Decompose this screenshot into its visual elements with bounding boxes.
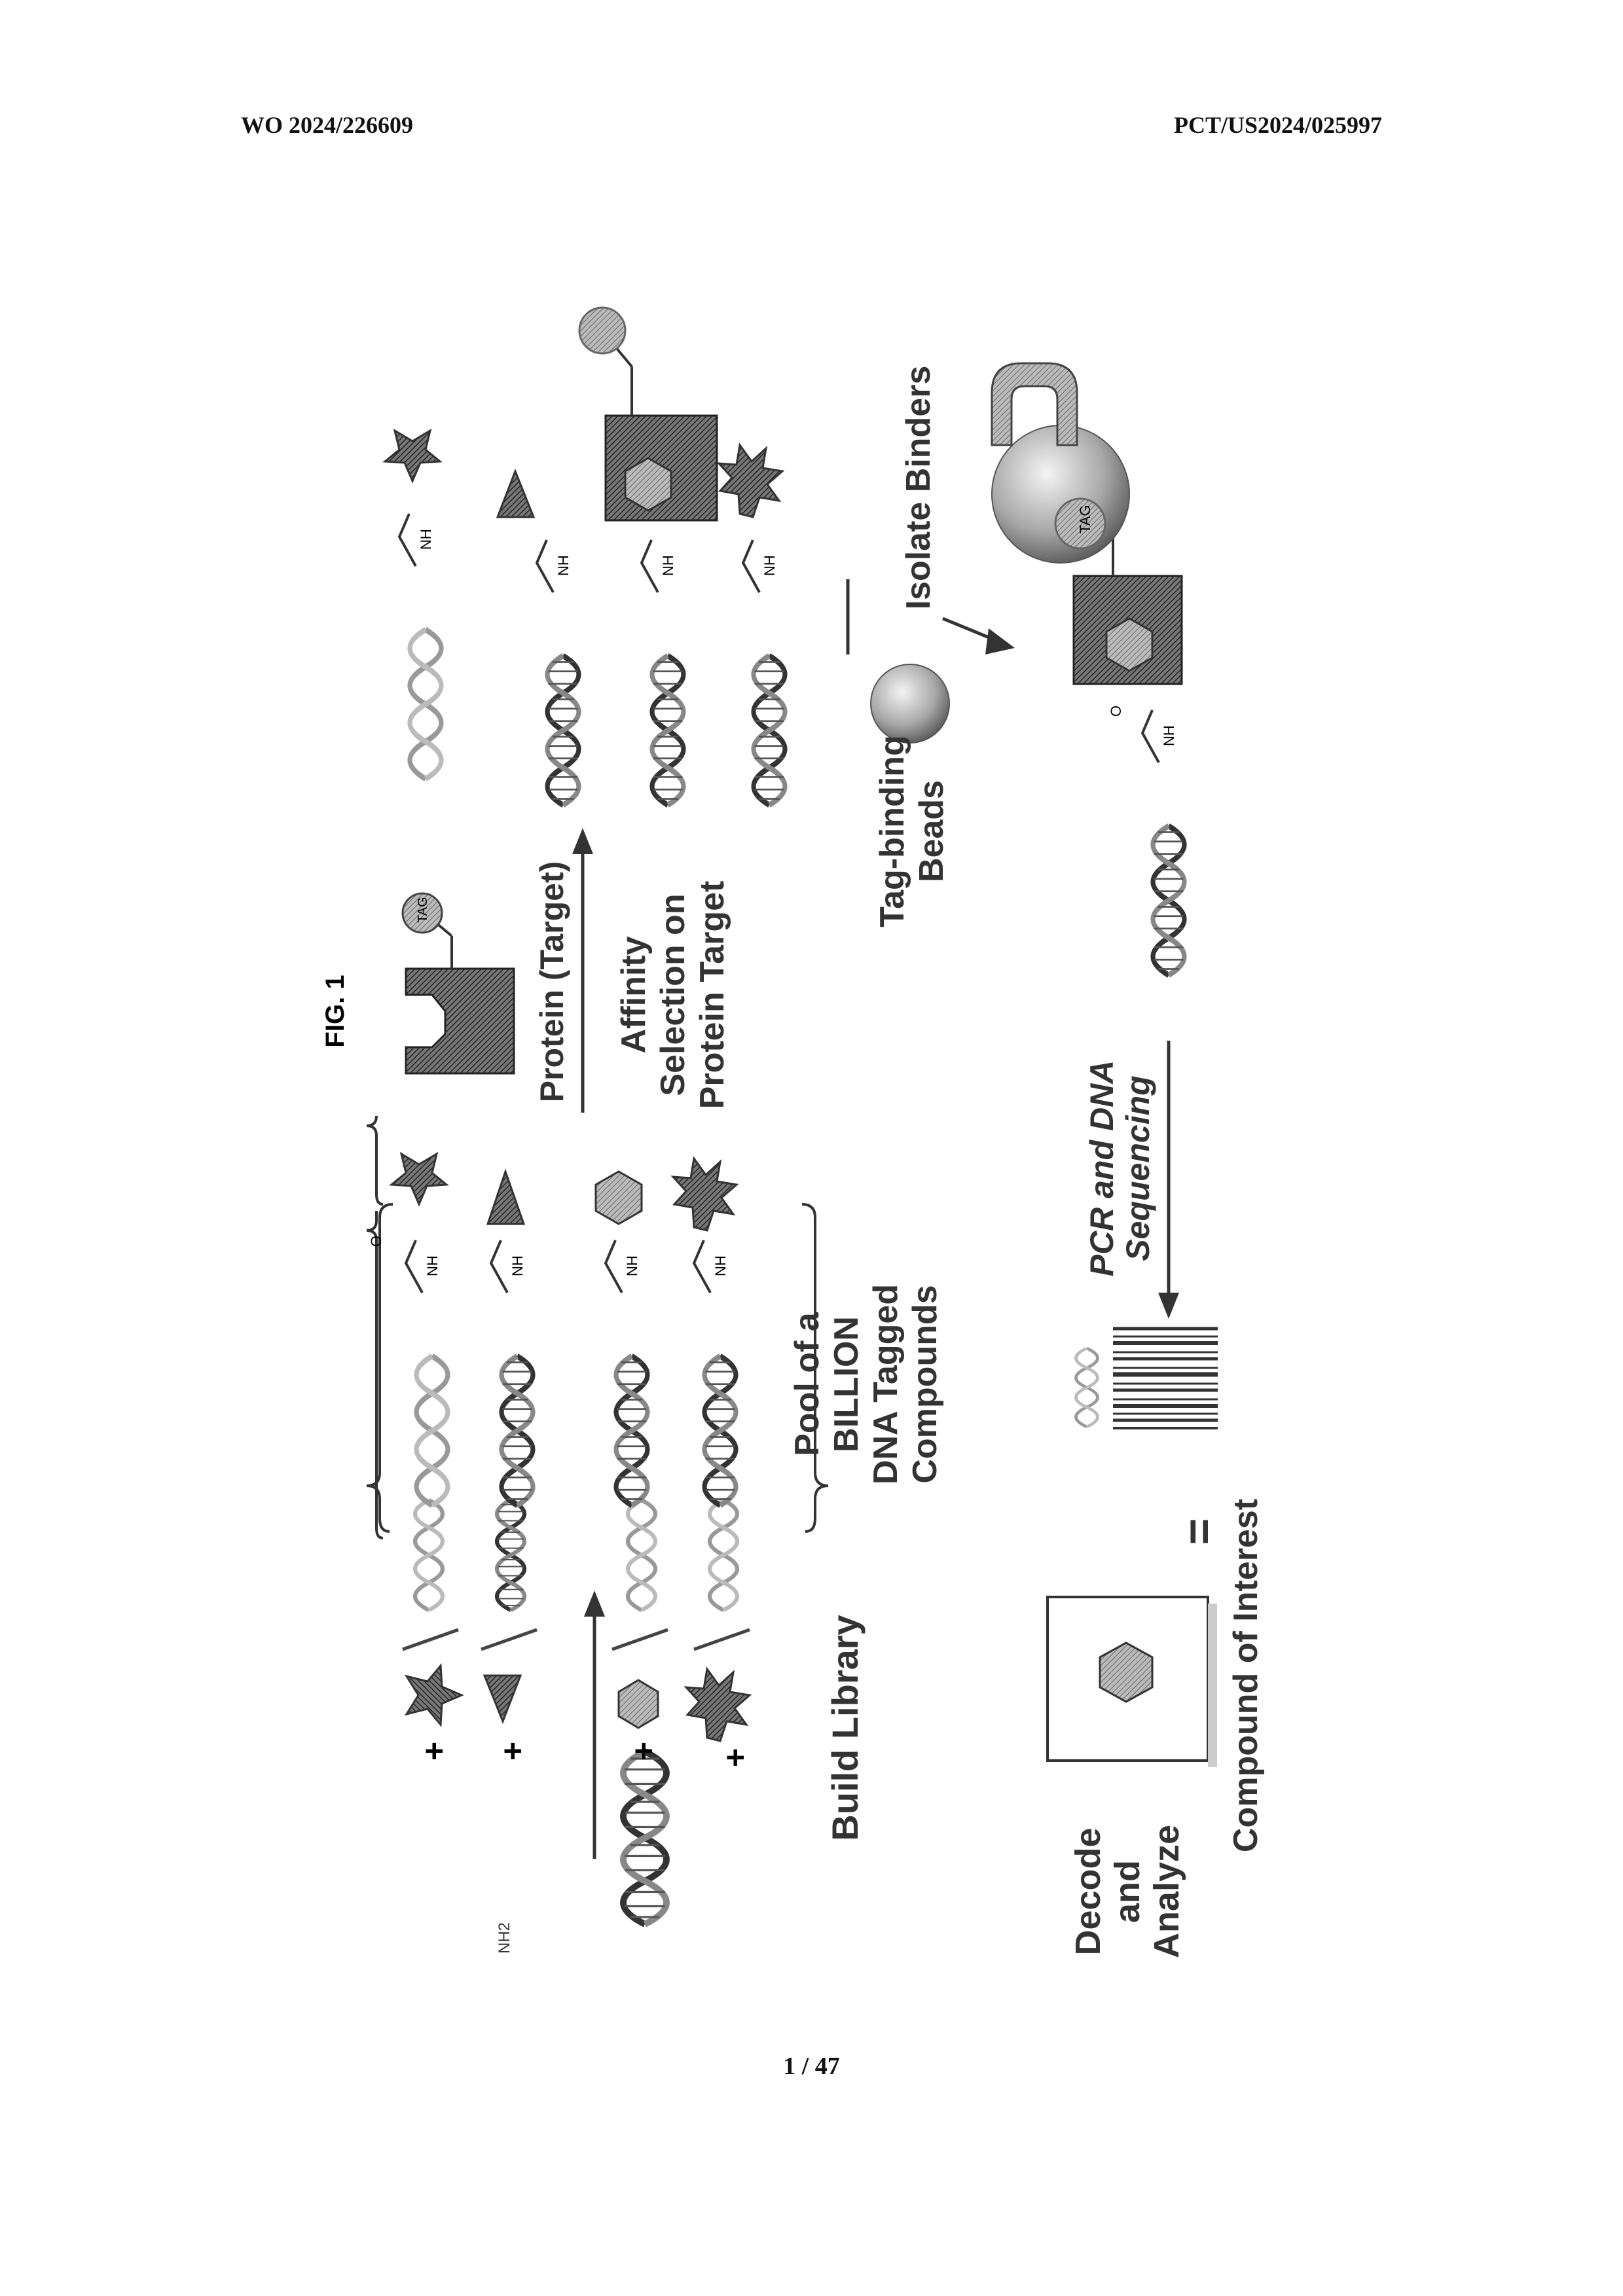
- pool-label: Pool of a BILLION DNA Tagged Compounds: [788, 1284, 944, 1484]
- decode-label-line-1: Decode: [1068, 1827, 1108, 1955]
- dna-helix-icon: [501, 1356, 533, 1505]
- decode-label: Decode and Analyze: [1068, 1825, 1186, 1958]
- selected-starburst: NH: [719, 445, 785, 805]
- nh-label: NH: [555, 555, 572, 576]
- nh-label: NH: [761, 555, 778, 576]
- nh-label: NH: [509, 1255, 526, 1276]
- starting-dna-helix-icon: [623, 1751, 666, 1924]
- plus-sign: +: [416, 1742, 452, 1761]
- building-block-triangle: +: [481, 1500, 537, 1761]
- nh-label: NH: [660, 555, 676, 576]
- tag-label: TAG: [1077, 505, 1093, 533]
- pool-label-line-4: Compounds: [906, 1285, 944, 1483]
- tag-circle: [579, 308, 625, 353]
- pool-label-line-3: DNA Tagged: [867, 1284, 905, 1484]
- building-block-starburst: +: [686, 1500, 754, 1767]
- pool-item-starburst: NH: [673, 1158, 737, 1505]
- dna-helix-icon: [547, 656, 579, 805]
- barcode-icon: [1113, 1329, 1218, 1428]
- isolated-complex: NH O TAG: [992, 425, 1184, 975]
- star-icon: [407, 1666, 462, 1725]
- star-icon: [385, 431, 440, 481]
- triangle-icon: [498, 471, 534, 517]
- nh-label: NH: [1161, 725, 1177, 746]
- dna-helix-icon: [1076, 1348, 1098, 1427]
- page-number: 1 / 47: [0, 2052, 1623, 2081]
- dna-helix-icon: [628, 1500, 655, 1610]
- dna-helix-icon: [416, 1356, 448, 1505]
- build-library-label: Build Library: [824, 1615, 866, 1840]
- pool-brace-left: [367, 1204, 393, 1532]
- build-library-arrow: [584, 1590, 605, 1859]
- pcr-label: PCR and DNA Sequencing: [1084, 1060, 1156, 1277]
- decode-label-line-3: Analyze: [1147, 1825, 1186, 1958]
- dna-helix-icon: [616, 1356, 647, 1505]
- affinity-label: Affinity Selection on Protein Target: [615, 881, 731, 1109]
- protein-target: TAG: [403, 893, 514, 1073]
- selected-star: NH: [385, 431, 441, 779]
- star-icon: [392, 1154, 447, 1204]
- tag-label: TAG: [416, 897, 430, 923]
- pool-label-line-1: Pool of a: [788, 1312, 826, 1456]
- compound-of-interest-box: [1048, 1597, 1217, 1767]
- pool-label-line-2: BILLION: [828, 1316, 866, 1452]
- affinity-label-line-1: Affinity: [615, 936, 653, 1053]
- decode-label-line-2: and: [1108, 1860, 1147, 1923]
- plus-sign: +: [494, 1742, 531, 1761]
- nh-label: NH: [624, 1255, 640, 1276]
- equals-sign: =: [1173, 1518, 1224, 1545]
- tag-beads-line-2: Beads: [913, 780, 951, 882]
- affinity-label-line-3: Protein Target: [693, 881, 731, 1109]
- dna-helix-icon: [497, 1500, 524, 1610]
- nh-label: NH: [424, 1255, 441, 1276]
- nh-label: NH: [712, 1255, 729, 1276]
- nh-label: NH: [418, 529, 434, 550]
- tag-beads-label: Tag-binding Beads: [873, 735, 951, 927]
- tag-beads-line-1: Tag-binding: [873, 735, 911, 927]
- o-label: O: [1108, 706, 1124, 717]
- hexagon-icon: [619, 1680, 658, 1728]
- o-label: O: [368, 1236, 384, 1247]
- hexagon-icon: [596, 1172, 642, 1224]
- nh2-label: NH2: [496, 1922, 513, 1954]
- bead-icon: [871, 664, 949, 743]
- dna-helix-icon: [754, 656, 785, 805]
- triangle-icon: [488, 1172, 524, 1224]
- building-block-hexagon: +: [612, 1500, 668, 1761]
- dna-helix-icon: [415, 1500, 443, 1610]
- dna-helix-icon: [652, 656, 684, 805]
- pcr-arrow: [1158, 1041, 1179, 1319]
- starburst-icon: [673, 1158, 737, 1230]
- triangle-icon: [484, 1676, 520, 1721]
- affinity-label-line-2: Selection on: [654, 893, 692, 1096]
- dna-helix-icon: [710, 1500, 737, 1610]
- starburst-icon: [686, 1669, 750, 1741]
- compound-of-interest-label: Compound of Interest: [1227, 1499, 1265, 1852]
- protein-target-label: Protein (Target): [534, 861, 570, 1103]
- plus-sign: +: [717, 1748, 754, 1767]
- selected-triangle: NH: [498, 471, 579, 805]
- dna-helix-icon: [410, 630, 441, 779]
- isolate-binders-label: Isolate Binders: [900, 366, 938, 610]
- starburst-icon: [719, 445, 782, 517]
- pcr-label-line-1: PCR and DNA: [1084, 1060, 1120, 1277]
- selected-hexagon-bound: NH: [579, 308, 717, 805]
- dna-helix-icon: [1153, 826, 1184, 975]
- building-block-star: +: [403, 1500, 462, 1761]
- pool-item-hexagon: NH: [596, 1172, 647, 1505]
- figure-title: FIG. 1: [321, 975, 350, 1047]
- pool-item-triangle: NH: [488, 1172, 533, 1505]
- dna-helix-icon: [704, 1356, 736, 1505]
- pcr-label-line-2: Sequencing: [1120, 1075, 1156, 1261]
- plus-sign: +: [625, 1742, 662, 1761]
- affinity-arrow: [572, 828, 593, 1113]
